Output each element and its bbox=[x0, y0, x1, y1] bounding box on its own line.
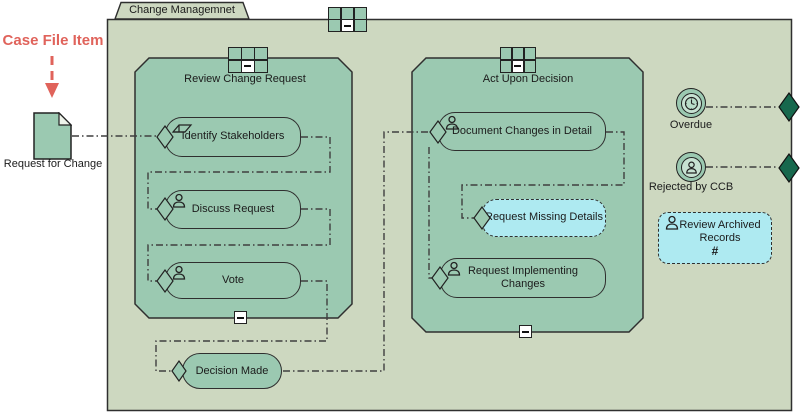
case-file-item-label: Request for Change bbox=[3, 158, 103, 170]
case-task-icon bbox=[171, 120, 193, 141]
case-title: Change Managemnet bbox=[129, 4, 235, 16]
user-icon bbox=[680, 156, 702, 178]
human-task-icon bbox=[171, 193, 187, 213]
task-label: Document Changes in Detail bbox=[451, 124, 593, 137]
planning-table-icon[interactable] bbox=[228, 47, 268, 73]
collapse-marker[interactable] bbox=[234, 311, 247, 324]
event-label-rejected: Rejected by CCB bbox=[648, 181, 734, 193]
task-review-archived-records[interactable]: Review Archived Records # bbox=[658, 212, 772, 264]
stage-title-review: Review Change Request bbox=[184, 73, 306, 85]
red-annotation-arrow bbox=[45, 56, 59, 98]
task-document-changes[interactable]: Document Changes in Detail bbox=[438, 112, 606, 151]
timer-event-overdue[interactable] bbox=[676, 88, 706, 118]
user-event-rejected[interactable] bbox=[676, 152, 706, 182]
task-label: Discuss Request bbox=[191, 202, 275, 215]
human-task-icon bbox=[446, 261, 462, 281]
event-label-overdue: Overdue bbox=[669, 119, 713, 131]
stage-title-act: Act Upon Decision bbox=[482, 73, 574, 85]
task-discuss-request[interactable]: Discuss Request bbox=[165, 190, 301, 229]
milestone-label: Decision Made bbox=[195, 365, 269, 377]
collapse-marker[interactable] bbox=[519, 325, 532, 338]
task-label: Request Implementing Changes bbox=[467, 264, 579, 290]
task-vote[interactable]: Vote bbox=[165, 262, 301, 299]
exit-criterion[interactable] bbox=[778, 91, 800, 123]
case-file-item-annotation: Case File Item bbox=[2, 32, 104, 49]
timer-icon bbox=[680, 92, 702, 114]
human-task-icon bbox=[664, 215, 680, 235]
milestone-decision-made[interactable]: Decision Made bbox=[182, 353, 282, 389]
connector-document-to-implementing bbox=[428, 147, 432, 279]
task-label: Review Archived Records bbox=[679, 219, 761, 245]
planning-table-icon[interactable] bbox=[500, 47, 536, 73]
connector-milestone-to-document bbox=[283, 131, 430, 372]
document-icon[interactable] bbox=[33, 111, 73, 160]
repetition-marker: # bbox=[711, 244, 719, 259]
exit-criterion[interactable] bbox=[778, 152, 800, 184]
task-label: Vote bbox=[221, 273, 245, 286]
task-request-implementing-changes[interactable]: Request Implementing Changes bbox=[440, 258, 606, 298]
task-request-missing-details[interactable]: Request Missing Details bbox=[482, 199, 606, 237]
human-task-icon bbox=[171, 265, 187, 285]
task-label: Request Missing Details bbox=[485, 211, 603, 224]
planning-table-icon[interactable] bbox=[328, 7, 367, 32]
human-task-icon bbox=[444, 115, 460, 135]
task-label: Identify Stakeholders bbox=[181, 130, 285, 143]
task-identify-stakeholders[interactable]: Identify Stakeholders bbox=[165, 117, 301, 157]
